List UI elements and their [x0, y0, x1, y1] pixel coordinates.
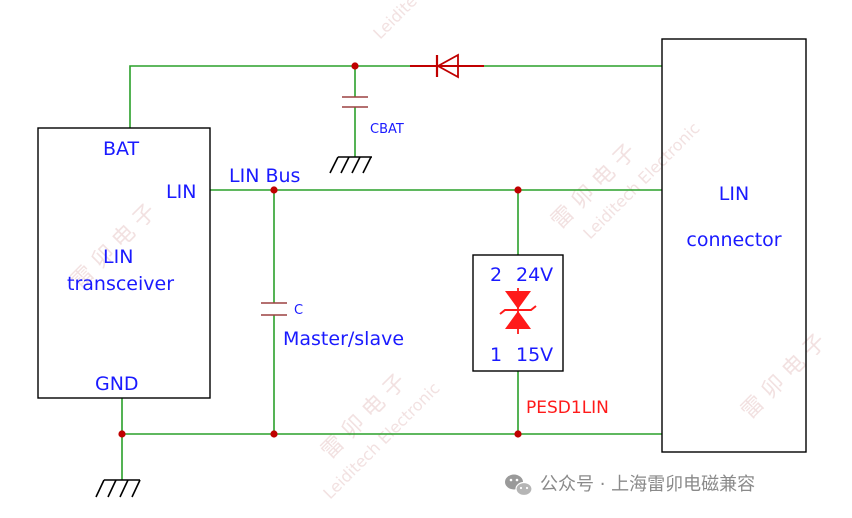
tvs-pin-bottom: 1 [490, 344, 502, 366]
junction-dot [118, 430, 126, 438]
junction-dot [351, 62, 359, 70]
watermark-en: Leiditech Electronic [369, 0, 493, 43]
tvs-box [472, 254, 564, 372]
pin-lin-label: LIN [166, 181, 196, 203]
junction-dot [270, 430, 278, 438]
footer: 公众号 · 上海雷卯电磁兼容 [505, 474, 755, 497]
connector-title-line2: connector [686, 229, 781, 251]
junctions [118, 62, 522, 438]
junction-dot [514, 430, 522, 438]
tvs-bidirectional-icon [499, 288, 537, 334]
bat-wire [129, 65, 410, 128]
connector-box [661, 38, 807, 453]
junction-dot [514, 186, 522, 194]
tvs-pin-bottom-voltage: 15V [516, 344, 553, 366]
cap-c: C Master/slave [261, 302, 404, 350]
tvs-pin-top: 2 [490, 264, 502, 286]
wires [121, 65, 662, 480]
watermark-cn: 雷 卯 电 子 [737, 330, 832, 425]
cap-c-label: C [294, 303, 303, 318]
ground-icon [329, 156, 372, 174]
pin-gnd-label: GND [95, 373, 139, 395]
lin-connector: LIN connector [661, 38, 807, 453]
junction-dot [270, 186, 278, 194]
tvs-diode: 2 24V 1 15V PESD1LIN [472, 254, 609, 418]
lin-bus-label: LIN Bus [229, 165, 300, 187]
lin-transceiver: BAT LIN LIN transceiver GND [37, 127, 211, 399]
wechat-icon [505, 474, 533, 497]
tvs-pin-top-voltage: 24V [516, 264, 553, 286]
ground-icon [95, 479, 141, 498]
transceiver-title-line2: transceiver [67, 273, 174, 295]
tvs-part-number: PESD1LIN [526, 398, 609, 418]
diode-icon [410, 53, 484, 79]
cap-c-role-label: Master/slave [283, 328, 404, 350]
pin-bat-label: BAT [103, 138, 140, 160]
transceiver-title-line1: LIN [103, 246, 133, 268]
footer-text: 公众号 · 上海雷卯电磁兼容 [540, 474, 755, 495]
connector-title-line1: LIN [719, 183, 749, 205]
cbat-capacitor: CBAT [342, 96, 404, 137]
transceiver-box [37, 127, 211, 399]
cbat-label: CBAT [370, 122, 404, 137]
watermark: 雷 卯 电 子 雷 卯 电 子 雷 卯 电 子 雷 卯 电 子 Leiditec… [67, 0, 832, 503]
